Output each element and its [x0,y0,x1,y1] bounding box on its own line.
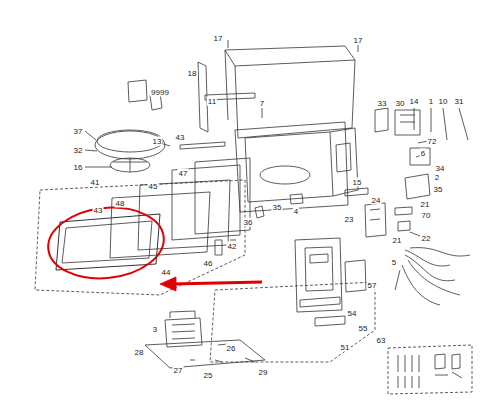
callout-number: 51 [340,343,351,352]
callout-number: 7 [259,99,265,108]
callout-number: 25 [203,371,214,380]
callout-number: 1 [428,97,434,106]
callout-number: 14 [409,97,420,106]
callout-number: 57 [367,281,378,290]
callout-number: 31 [454,97,465,106]
callout-number: 35 [272,203,283,212]
callout-number: 28 [134,348,145,357]
callout-number: 45 [148,182,159,191]
callout-number: 16 [73,163,84,172]
callout-number: 22 [421,234,432,243]
callout-number: 63 [376,336,387,345]
callout-number: 29 [258,368,269,377]
callout-number: 54 [347,309,358,318]
callout-number: 21 [420,200,431,209]
callout-number: 11 [207,97,217,106]
callout-number: 36 [243,218,254,227]
callout-number: 41 [90,178,101,187]
callout-number: 15 [352,178,363,187]
callout-number: 26 [226,344,237,353]
callout-number: 6 [420,149,426,158]
callout-number: 4 [293,207,299,216]
callout-number: 18 [187,69,198,78]
callout-number: 21 [392,236,403,245]
callout-number: 47 [178,169,189,178]
callout-number: 33 [377,99,388,108]
callout-number: 37 [73,127,84,136]
callout-number: 34 [435,164,446,173]
callout-number: 35 [433,185,444,194]
callout-number: 5 [391,258,397,267]
callout-number: 42 [227,242,238,251]
callout-number: 48 [115,199,126,208]
callout-number: 3 [152,325,158,334]
callout-number: 2 [434,173,440,182]
callout-number: 27 [173,366,184,375]
callout-number: 24 [371,196,382,205]
callout-number: 46 [203,259,214,268]
callout-number: 43 [93,206,104,215]
callout-number: 9999 [150,88,170,97]
callout-number: 17 [213,34,224,43]
callout-number: 55 [358,324,369,333]
callout-number: 30 [395,99,406,108]
callout-number: 72 [427,137,438,146]
callout-number: 44 [161,268,172,277]
callout-number: 17 [353,36,364,45]
callout-number: 32 [73,146,84,155]
callout-number: 70 [421,211,432,220]
callout-number: 13 [152,137,163,146]
callout-number: 10 [438,97,449,106]
callout-number: 43 [175,133,186,142]
callout-number: 23 [344,215,355,224]
